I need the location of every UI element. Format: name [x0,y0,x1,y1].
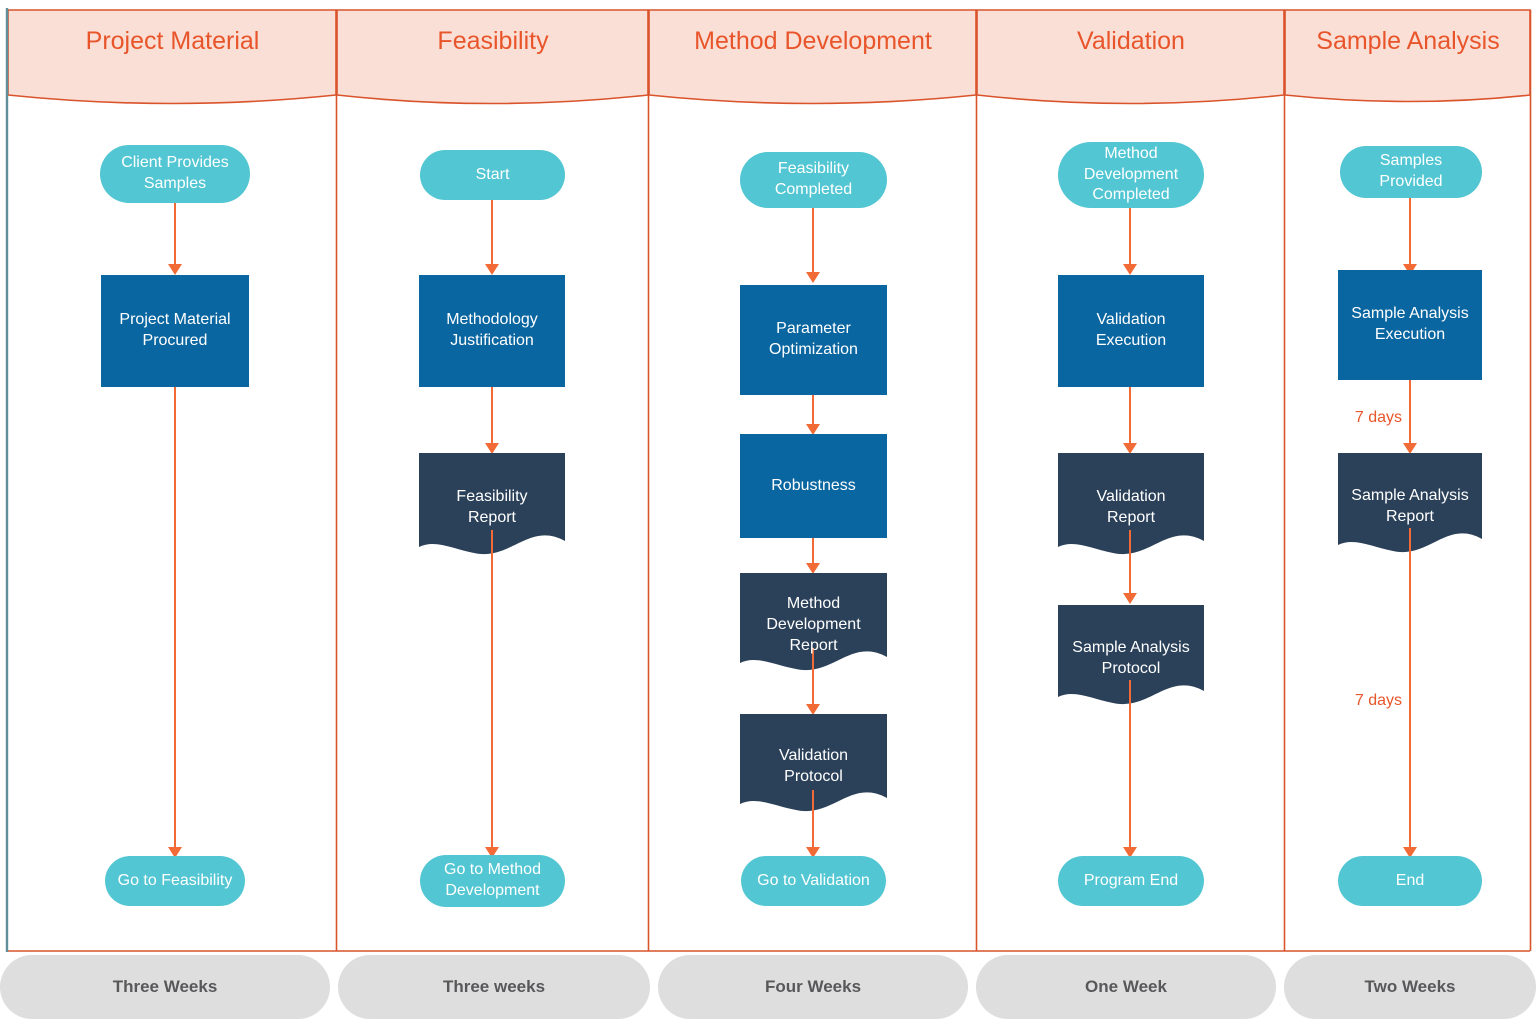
document-shape-icon [1058,453,1204,555]
node-label: Sample Analysis Execution [1351,305,1469,343]
node-label: Start [475,165,510,183]
lane-title-sample-analysis: Sample Analysis [1316,27,1500,55]
node-validation-execution[interactable]: Validation Execution [1058,275,1204,387]
node-go-to-method-development[interactable]: Go to Method Development [420,855,565,907]
node-label: Feasibility Completed [774,160,853,198]
footer-duration-feasibility: Three weeks [338,955,650,1019]
arrow-head-icon [1123,264,1137,275]
node-label: Sample Analysis Report [1351,487,1469,525]
connector-line [1409,380,1411,448]
lane-title-feasibility: Feasibility [437,27,549,55]
arrow-head-icon [806,847,820,858]
node-method-development-completed[interactable]: Method Development Completed [1058,142,1204,208]
lane-title-validation: Validation [1077,27,1185,55]
node-label: Sample Analysis Protocol [1072,639,1190,677]
connector-line [1409,198,1411,266]
node-label: Go to Validation [757,871,870,889]
lane-title-project-material: Project Material [85,27,260,55]
node-validation-report[interactable]: Validation Report [1058,453,1204,563]
arrow-head-icon [168,264,182,275]
edge-label-7-days-2: 7 days [1354,692,1402,709]
node-label: Method Development Report [766,595,861,654]
node-validation-protocol[interactable]: Validation Protocol [740,714,887,819]
node-label: Go to Feasibility [117,871,233,889]
node-go-to-feasibility[interactable]: Go to Feasibility [105,856,245,906]
node-program-end[interactable]: Program End [1058,856,1204,906]
arrow-head-icon [1403,264,1417,275]
node-label: Client Provides Samples [121,154,229,192]
edge-label-7-days-1: 7 days [1354,409,1402,426]
document-shape-icon [1058,605,1204,705]
footer-duration-validation: One Week [976,955,1276,1019]
node-label: End [1395,871,1425,889]
node-samples-provided[interactable]: Samples Provided [1340,146,1482,198]
node-label: Parameter Optimization [769,320,858,358]
arrow-head-icon [806,704,820,715]
connector-line [812,538,814,570]
node-label: Go to Method Development [444,861,541,899]
node-label: Validation Execution [1095,311,1167,349]
node-feasibility-completed[interactable]: Feasibility Completed [740,152,887,208]
node-client-provides-samples[interactable]: Client Provides Samples [100,145,250,203]
node-label: Samples Provided [1379,152,1443,190]
node-go-to-validation[interactable]: Go to Validation [741,856,886,906]
connector-line [1129,208,1131,266]
connector-line [1129,387,1131,445]
arrow-head-icon [485,264,499,275]
arrow-head-icon [1123,443,1137,454]
node-label: Program End [1083,871,1179,889]
node-sample-analysis-report[interactable]: Sample Analysis Report [1338,453,1482,561]
arrow-head-icon [1123,593,1137,604]
connector-line [812,208,814,274]
connector-line [1129,680,1131,853]
footer-duration-sample-analysis: Two Weeks [1284,955,1536,1019]
document-shape-icon [740,573,887,671]
node-start[interactable]: Start [420,150,565,200]
arrow-head-icon [485,847,499,858]
arrow-head-icon [806,424,820,435]
node-methodology-justification[interactable]: Methodology Justification [419,275,565,387]
document-shape-icon [419,453,565,555]
node-label: Robustness [771,476,856,494]
node-method-development-report[interactable]: Method Development Report [740,573,887,678]
document-shape-icon [740,714,887,812]
footer-duration-method-development: Four Weeks [658,955,968,1019]
node-parameter-optimization[interactable]: Parameter Optimization [740,285,887,395]
node-end[interactable]: End [1338,856,1482,906]
connector-line [491,530,493,853]
connector-line [174,203,176,266]
connector-line [812,648,814,710]
connector-line [491,200,493,266]
footer-duration-project-material: Three Weeks [0,955,330,1019]
node-label: Methodology Justification [446,311,538,349]
node-label: Feasibility Report [456,488,528,526]
node-label: Project Material Procured [119,311,231,349]
connector-line [491,387,493,445]
header-band [7,9,1531,105]
node-project-material-procured[interactable]: Project Material Procured [101,275,249,387]
arrow-head-icon [1403,847,1417,858]
connector-line [174,387,176,853]
node-label: Validation Protocol [778,746,849,785]
connector-line [812,790,814,853]
node-robustness[interactable]: Robustness [740,434,887,538]
arrow-head-icon [168,847,182,858]
arrow-head-icon [806,563,820,574]
document-shape-icon [1338,453,1482,553]
connector-line [1409,528,1411,853]
node-label: Validation Report [1096,488,1166,526]
node-label: Method Development Completed [1083,144,1179,204]
arrow-head-icon [1403,443,1417,454]
arrow-head-icon [806,272,820,283]
node-sample-analysis-protocol[interactable]: Sample Analysis Protocol [1058,605,1204,713]
lane-title-method-development: Method Development [694,27,932,55]
node-sample-analysis-execution[interactable]: Sample Analysis Execution [1338,270,1482,380]
arrow-head-icon [1123,847,1137,858]
connector-line [812,395,814,429]
node-feasibility-report[interactable]: Feasibility Report [419,453,565,563]
connector-line [1129,530,1131,595]
arrow-head-icon [485,443,499,454]
